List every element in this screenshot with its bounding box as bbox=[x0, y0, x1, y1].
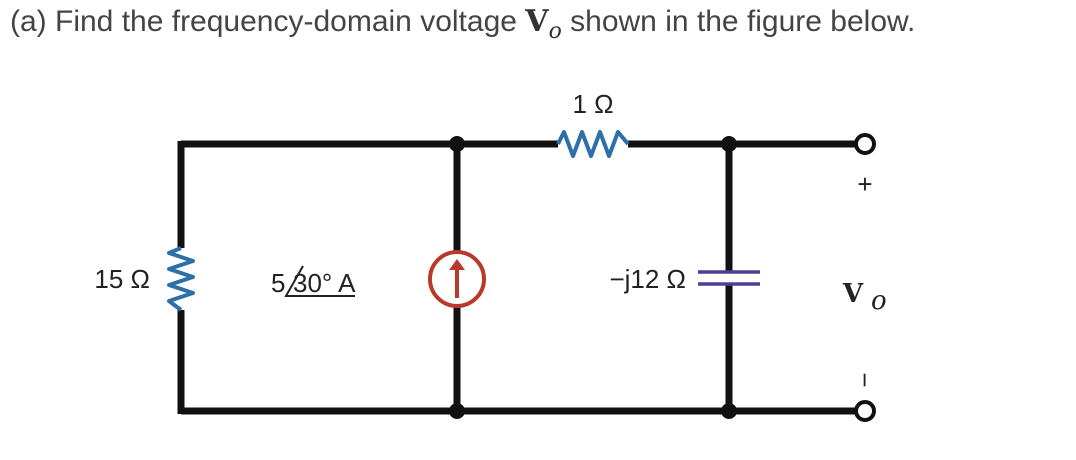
current-source-angle: 30° A bbox=[293, 268, 356, 298]
wires bbox=[177, 140, 857, 415]
output-minus-sign: − bbox=[850, 372, 880, 387]
junction-dots bbox=[449, 136, 737, 419]
output-vo-symbol: V bbox=[842, 279, 864, 309]
vo-symbol: V bbox=[525, 4, 549, 39]
resistor-1-ohm bbox=[556, 130, 630, 158]
question-suffix: shown in the figure below. bbox=[561, 5, 916, 38]
current-source-magnitude: 5 bbox=[271, 268, 285, 298]
label-1-ohm: 1 Ω bbox=[572, 89, 613, 119]
label-current-source: 5 30° A bbox=[271, 265, 356, 298]
junction-bottom-mid bbox=[449, 403, 465, 419]
junction-top-mid bbox=[449, 136, 465, 152]
capacitor bbox=[698, 270, 760, 286]
question-text: (a) Find the frequency-domain voltage Vo… bbox=[10, 2, 915, 45]
output-plus-sign: + bbox=[857, 169, 872, 199]
output-vo-subscript: o bbox=[871, 286, 887, 316]
label-15-ohm: 15 Ω bbox=[94, 264, 150, 294]
angle-symbol bbox=[284, 265, 355, 297]
current-source bbox=[428, 250, 486, 308]
current-source-arrow-head bbox=[449, 259, 465, 270]
junction-bottom-right bbox=[721, 403, 737, 419]
resistor-15-ohm bbox=[167, 246, 195, 312]
output-terminal-top bbox=[854, 133, 876, 155]
label-capacitor: −j12 Ω bbox=[609, 264, 686, 294]
output-terminals bbox=[854, 133, 876, 422]
vo-subscript: o bbox=[548, 19, 562, 44]
question-prefix: (a) Find the frequency-domain voltage bbox=[10, 5, 526, 38]
output-terminal-bottom bbox=[854, 400, 876, 422]
junction-top-right bbox=[721, 136, 737, 152]
